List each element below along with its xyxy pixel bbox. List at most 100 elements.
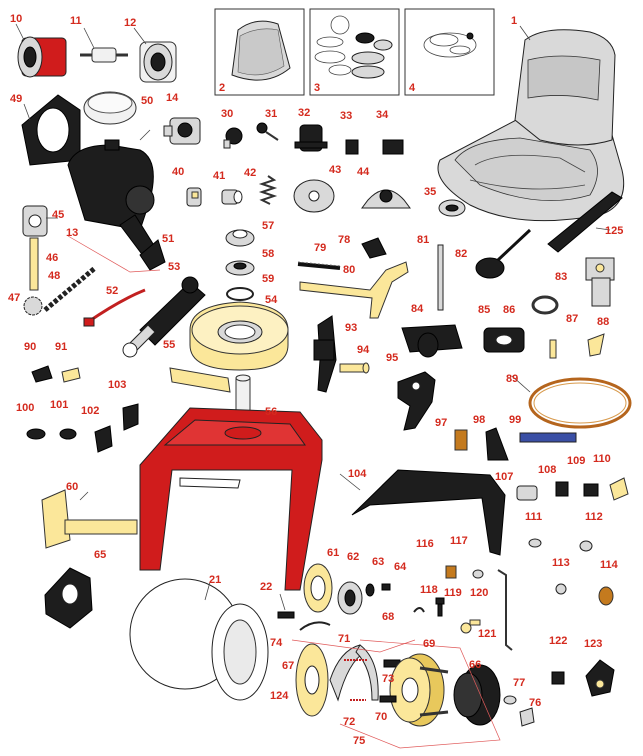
label-99: 99 [509, 414, 521, 426]
part-steering-shaft [29, 237, 39, 291]
label-102: 102 [81, 405, 99, 417]
part-bearing-cone [225, 260, 255, 276]
label-43: 43 [329, 164, 341, 176]
part-air-cleaner-assembly [67, 139, 161, 266]
part-bronze-bushing [445, 565, 457, 579]
part-terminal-yellow [609, 477, 629, 501]
part-rubber-pad [31, 365, 53, 383]
part-fuel-filter [80, 47, 128, 63]
label-87: 87 [566, 313, 578, 325]
label-107: 107 [495, 471, 513, 483]
label-108: 108 [538, 464, 556, 476]
part-seal-ring [59, 428, 77, 440]
label-12: 12 [124, 17, 136, 29]
part-air-cleaner-cap [83, 91, 137, 125]
label-114: 114 [600, 559, 619, 571]
label-95: 95 [386, 352, 398, 364]
label-103: 103 [108, 379, 126, 391]
callout-lines-red [67, 235, 501, 749]
inset-box-seal-kit [309, 8, 400, 96]
part-fitting [221, 189, 243, 205]
label-31: 31 [265, 108, 277, 120]
label-85: 85 [478, 304, 490, 316]
part-fuel-pump [585, 257, 615, 307]
label-47: 47 [8, 292, 20, 304]
label-80: 80 [343, 264, 355, 276]
label-45: 45 [52, 209, 64, 221]
part-connector [382, 139, 404, 155]
part-filter-bracket [21, 94, 81, 166]
label-49: 49 [10, 93, 22, 105]
part-small-plate [61, 367, 81, 383]
part-snap-ring [555, 583, 567, 595]
part-hub-stud [379, 695, 397, 703]
label-51: 51 [162, 233, 174, 245]
label-77: 77 [513, 677, 525, 689]
label-98: 98 [473, 414, 485, 426]
part-small-nut [528, 538, 542, 548]
label-109: 109 [567, 455, 585, 467]
label-81: 81 [417, 234, 429, 246]
label-32: 32 [298, 107, 310, 119]
part-air-filter-element [139, 41, 177, 83]
label-123: 123 [584, 638, 602, 650]
part-solenoid [294, 124, 328, 152]
label-66: 66 [469, 659, 481, 671]
label-61: 61 [327, 547, 339, 559]
part-lock-plate [94, 425, 113, 453]
part-wheel-bolt [277, 611, 295, 619]
label-10: 10 [10, 13, 22, 25]
label-22: 22 [260, 581, 272, 593]
label-67: 67 [282, 660, 294, 672]
label-111: 111 [525, 511, 542, 523]
label-59: 59 [262, 273, 274, 285]
part-clip [413, 607, 425, 613]
part-hydraulic-cylinder [122, 276, 206, 358]
label-4: 4 [409, 82, 416, 94]
part-brake-arm [313, 315, 337, 393]
part-seat-rail [547, 191, 623, 253]
label-40: 40 [172, 166, 184, 178]
part-wheel-hub [419, 664, 501, 726]
part-screw [435, 597, 445, 617]
label-60: 60 [66, 481, 78, 493]
label-91: 91 [55, 341, 67, 353]
part-decal-strip [519, 432, 577, 443]
part-fender [351, 469, 506, 556]
label-113: 113 [552, 557, 570, 569]
part-bushing [454, 429, 468, 451]
part-front-fork-frame [139, 407, 323, 591]
label-3: 3 [314, 82, 320, 94]
part-drive-chain [43, 266, 97, 312]
label-121: 121 [478, 628, 496, 640]
label-71: 71 [338, 633, 350, 645]
part-cam-plate [122, 403, 139, 431]
part-terminal-clip [583, 483, 599, 497]
part-brake-shoe [329, 644, 379, 702]
label-30: 30 [221, 108, 233, 120]
label-35: 35 [424, 186, 436, 198]
label-122: 122 [549, 635, 567, 647]
part-steering-gear [23, 296, 43, 316]
part-pivot-pin [339, 362, 370, 374]
label-57: 57 [262, 220, 274, 232]
label-55: 55 [163, 339, 175, 351]
part-steering-u-joint [22, 205, 48, 237]
part-seat [437, 29, 625, 222]
part-boot [485, 427, 509, 461]
label-112: 112 [585, 511, 603, 523]
part-pedal-linkage [299, 261, 409, 319]
part-flange-bushing [598, 586, 614, 606]
part-cotter-pin [381, 583, 391, 591]
part-mount-bracket [169, 367, 231, 393]
label-70: 70 [375, 711, 387, 723]
label-119: 119 [444, 587, 462, 599]
label-21: 21 [209, 574, 221, 586]
part-brake-bracket [397, 371, 436, 431]
part-retainer-clip [299, 621, 331, 631]
part-wire-connector [555, 481, 569, 497]
part-backing-plate [295, 643, 329, 717]
part-bushing-block [483, 327, 525, 353]
label-74: 74 [270, 637, 283, 649]
